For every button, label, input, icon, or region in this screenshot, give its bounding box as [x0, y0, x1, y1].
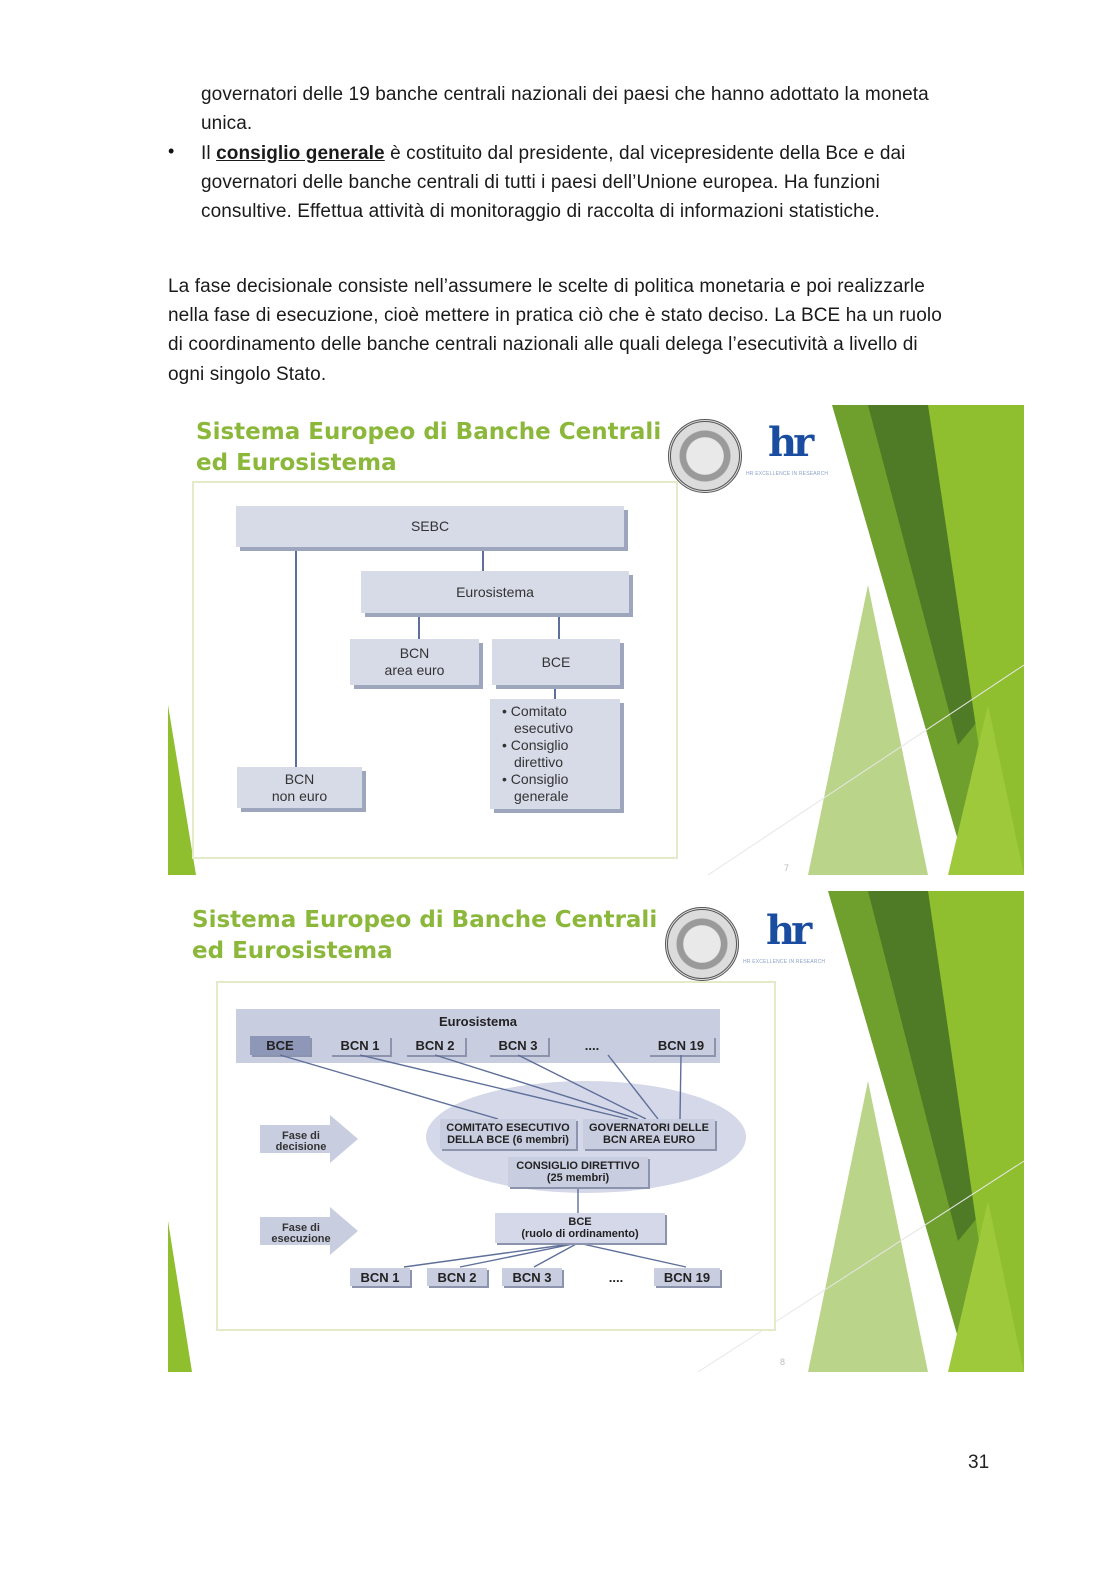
- bullet-line: governatori delle banche centrali di tut…: [201, 172, 880, 193]
- bce-ordinamento-box: BCE (ruolo di ordinamento): [495, 1213, 665, 1243]
- box-bce-organs: • Comitato esecutivo • Consiglio diretti…: [490, 699, 620, 809]
- box-text: COMITATO ESECUTIVO: [446, 1122, 570, 1134]
- bullet-point: •: [168, 141, 175, 161]
- hr-logo-icon: hr: [768, 419, 814, 466]
- box-bce: BCE: [492, 639, 620, 685]
- top-box-bcn-3: BCN 3: [488, 1036, 548, 1055]
- connector-line: [482, 547, 484, 571]
- organ-item: direttivo: [514, 754, 564, 770]
- page-number: 31: [968, 1452, 990, 1473]
- organ-item: esecutivo: [514, 720, 574, 736]
- consiglio-direttivo-box: CONSIGLIO DIRETTIVO (25 membri): [508, 1157, 648, 1187]
- bottom-box-bcn-2: BCN 2: [427, 1268, 487, 1286]
- green-decoration: [168, 405, 1024, 875]
- slide-title-line2: ed Eurosistema: [192, 938, 393, 964]
- paragraph-line: ogni singolo Stato.: [168, 364, 327, 385]
- slide-title-line2: ed Eurosistema: [196, 450, 397, 476]
- paragraph-line: La fase decisionale consiste nell’assume…: [168, 276, 925, 297]
- organ-item: • Comitato: [502, 703, 567, 719]
- bullet-line: Il consiglio generale è costituito dal p…: [201, 139, 906, 169]
- box-text: BCN AREA EURO: [602, 1134, 696, 1146]
- slide-title-line1: Sistema Europeo di Banche Centrali: [192, 907, 658, 933]
- box-text: BCN: [399, 645, 430, 661]
- eurosistema-label: Eurosistema: [438, 1013, 518, 1029]
- paragraph-line: governatori delle 19 banche centrali naz…: [201, 84, 929, 105]
- slide-2: Sistema Europeo di Banche Centrali ed Eur…: [168, 891, 1024, 1372]
- box-sebc: SEBC: [236, 506, 624, 547]
- organ-item: generale: [514, 788, 569, 804]
- connector-line: [558, 613, 560, 641]
- top-box-bce: BCE: [250, 1036, 310, 1055]
- organ-item: • Consiglio: [502, 771, 569, 787]
- bullet-prefix: Il: [201, 143, 217, 164]
- slide-number: 8: [780, 1357, 786, 1367]
- organ-item: • Consiglio: [502, 737, 569, 753]
- slide-title: Sistema Europeo di Banche Centrali ed Eur…: [192, 905, 657, 967]
- box-bcn-non-euro: BCN non euro: [237, 767, 362, 808]
- box-text: BCE: [568, 1216, 592, 1228]
- box-text: DELLA BCE (6 membri): [447, 1134, 569, 1146]
- label-text: esecuzione: [271, 1233, 331, 1245]
- box-text: non euro: [271, 787, 328, 804]
- box-text: area euro: [384, 662, 445, 678]
- bullet-rest: è costituito dal presidente, dal vicepre…: [384, 143, 906, 164]
- label-text: Fase di: [282, 1130, 320, 1142]
- hr-logo-caption: HR EXCELLENCE IN RESEARCH: [743, 959, 826, 965]
- paragraph-line: di coordinamento delle banche centrali n…: [168, 334, 918, 355]
- top-box-bcn-1: BCN 1: [330, 1036, 390, 1055]
- paragraph-line: unica.: [201, 113, 253, 134]
- bottom-box-bcn-1: BCN 1: [350, 1268, 410, 1286]
- top-ellipsis: ....: [584, 1038, 600, 1053]
- slide-title: Sistema Europeo di Banche Centrali ed Eur…: [196, 417, 661, 479]
- term-consiglio-generale: consiglio generale: [216, 143, 385, 164]
- hr-logo-icon: hr: [766, 907, 812, 954]
- slide-title-line1: Sistema Europeo di Banche Centrali: [196, 419, 662, 445]
- university-seal-icon: [668, 419, 742, 493]
- box-bcn-area-euro: BCN area euro: [350, 639, 479, 685]
- box-text: (ruolo di ordinamento): [521, 1228, 639, 1240]
- bottom-box-bcn-3: BCN 3: [502, 1268, 562, 1286]
- box-text: CONSIGLIO DIRETTIVO: [516, 1160, 640, 1172]
- slide-number: 7: [784, 863, 790, 873]
- comitato-esecutivo-box: COMITATO ESECUTIVO DELLA BCE (6 membri): [440, 1119, 576, 1149]
- box-eurosistema: Eurosistema: [361, 571, 629, 613]
- box-text: BCN: [284, 770, 315, 787]
- label-text: decisione: [275, 1141, 327, 1153]
- connector-line: [554, 685, 556, 699]
- eurosistema-band: [236, 1009, 720, 1063]
- top-box-bcn-2: BCN 2: [405, 1036, 465, 1055]
- governatori-box: GOVERNATORI DELLE BCN AREA EURO: [583, 1119, 715, 1149]
- connector-line: [295, 547, 297, 767]
- box-text: GOVERNATORI DELLE: [589, 1122, 709, 1134]
- slide-1: Sistema Europeo di Banche Centrali ed Eur…: [168, 405, 1024, 875]
- arrow-fase-decisione-icon: [260, 1115, 358, 1163]
- bottom-ellipsis: ....: [608, 1269, 624, 1285]
- green-decoration: [168, 891, 1024, 1372]
- bullet-line: consultive. Effettua attività di monitor…: [201, 201, 880, 222]
- university-seal-icon: [665, 907, 739, 981]
- hr-logo-caption: HR EXCELLENCE IN RESEARCH: [746, 471, 829, 477]
- bottom-box-bcn-19: BCN 19: [654, 1268, 720, 1286]
- box-text: (25 membri): [546, 1172, 610, 1184]
- top-box-bcn-19: BCN 19: [648, 1036, 714, 1055]
- arrow-fase-esecuzione-icon: [260, 1207, 358, 1255]
- label-text: Fase di: [282, 1222, 320, 1234]
- connector-lines: [279, 1054, 687, 1268]
- connector-line: [418, 613, 420, 641]
- paragraph-line: nella fase di esecuzione, cioè mettere i…: [168, 305, 942, 326]
